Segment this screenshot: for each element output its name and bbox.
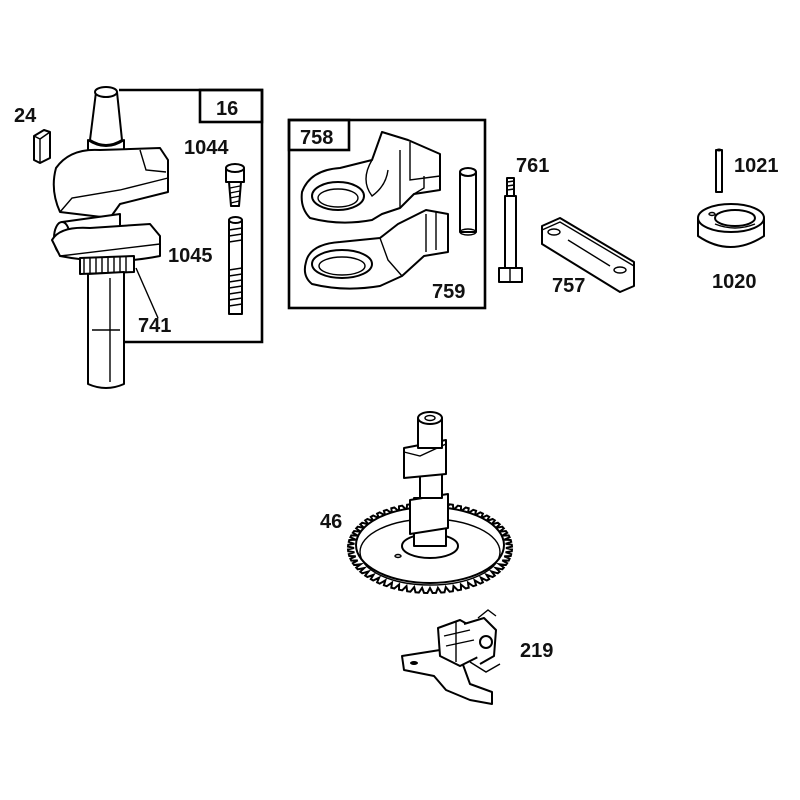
part-761-rod-bolt (498, 177, 523, 283)
part-1020-thrust-washer (697, 203, 765, 248)
kit-16-label-box (198, 88, 264, 124)
part-1045-stud (228, 216, 243, 315)
leader-741 (135, 267, 159, 319)
label-759: 759 (432, 281, 465, 303)
label-1044: 1044 (184, 137, 229, 159)
part-219-governor-assembly (401, 609, 501, 705)
label-46: 46 (320, 511, 342, 533)
label-24: 24 (14, 105, 37, 127)
part-46-camshaft-gear (346, 411, 514, 595)
label-1045: 1045 (168, 245, 213, 267)
part-24-key (33, 129, 51, 164)
part-758-connecting-rod (300, 131, 449, 290)
label-758: 758 (300, 127, 333, 149)
part-1044-bolt (225, 163, 245, 207)
label-761: 761 (516, 155, 549, 177)
part-1021-dowel-pin (715, 148, 723, 193)
kit-16-frame (119, 88, 264, 344)
kit-758-label-box (287, 118, 351, 152)
part-757-rod-cap (541, 217, 635, 293)
label-16: 16 (216, 98, 238, 120)
label-757: 757 (552, 275, 585, 297)
kit-758-frame (287, 118, 487, 310)
part-741-crankshaft (51, 86, 169, 389)
label-741: 741 (138, 315, 171, 337)
part-759-wrist-pin (459, 167, 477, 236)
label-219: 219 (520, 640, 553, 662)
label-1021: 1021 (734, 155, 779, 177)
label-1020: 1020 (712, 271, 757, 293)
